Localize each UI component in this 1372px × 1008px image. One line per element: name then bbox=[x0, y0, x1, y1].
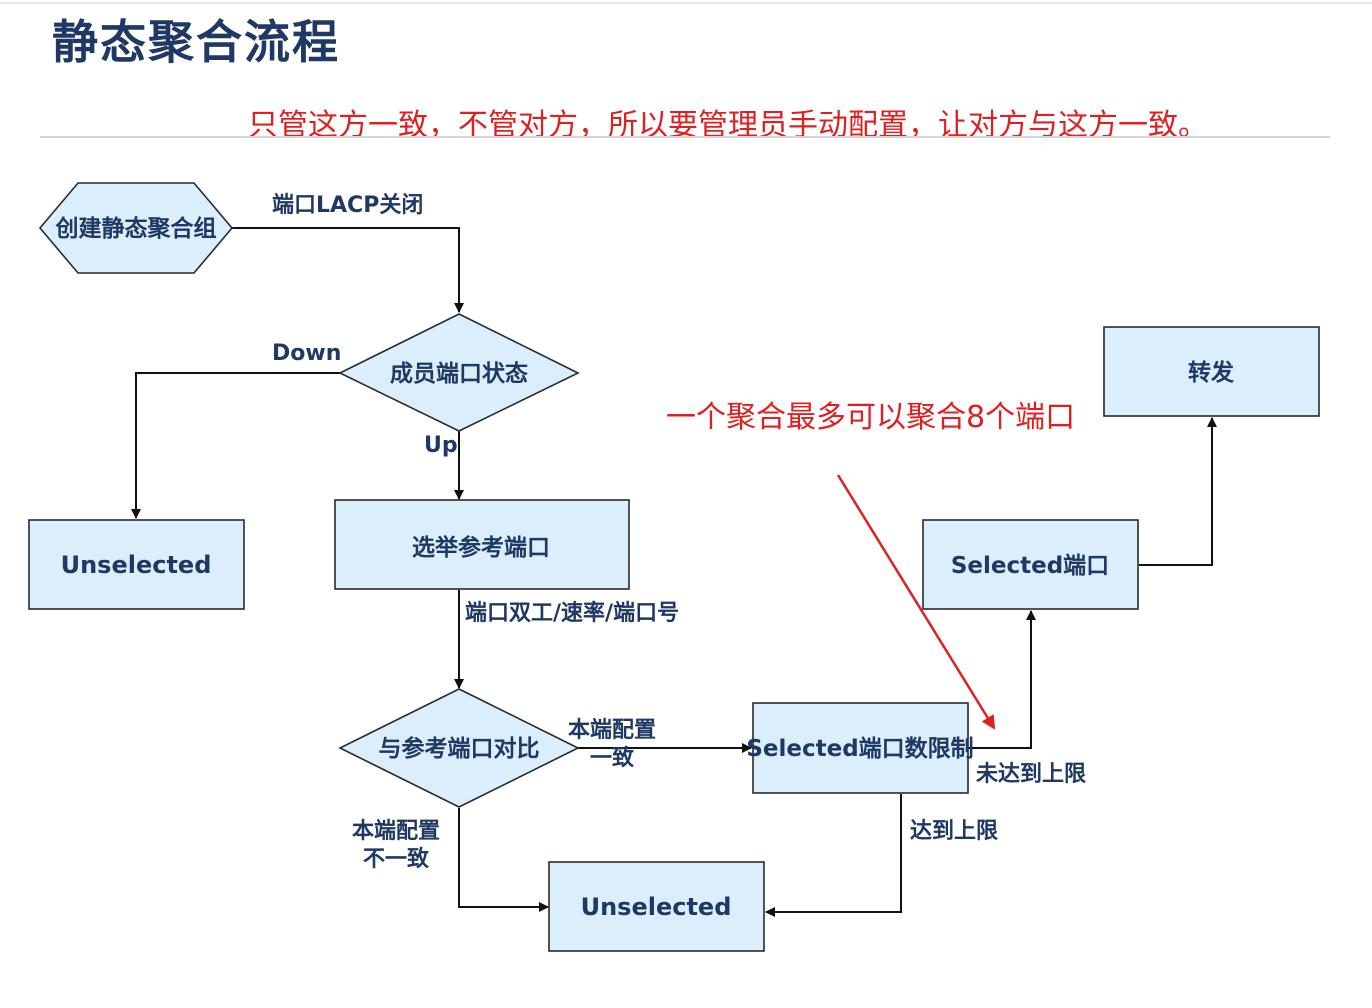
edge-state-down bbox=[131, 372, 340, 519]
label-inconsistent-2: 不一致 bbox=[363, 846, 430, 872]
node-unselected-bottom bbox=[548, 861, 765, 952]
page-title: 静态聚合流程 bbox=[52, 15, 340, 69]
node-elect-reference bbox=[334, 499, 630, 590]
edge-compare-inconsistent bbox=[458, 808, 549, 912]
node-unselected-left-label: Unselected bbox=[61, 551, 212, 579]
node-member-state bbox=[338, 313, 580, 432]
label-lacp-off: 端口LACP关闭 bbox=[272, 193, 423, 218]
node-forward-label: 转发 bbox=[1188, 359, 1234, 386]
red-annotation-arrow bbox=[836, 474, 996, 730]
label-consistent-2: 一致 bbox=[590, 745, 635, 771]
label-not-reached: 未达到上限 bbox=[976, 762, 1086, 787]
label-down: Down bbox=[272, 341, 341, 366]
title-divider bbox=[40, 136, 1330, 138]
label-up: Up bbox=[424, 433, 458, 458]
top-border bbox=[0, 2, 1372, 4]
port-limit-annotation: 一个聚合最多可以聚合8个端口 bbox=[666, 400, 1076, 435]
node-selected-port-label: Selected端口 bbox=[951, 553, 1109, 579]
label-inconsistent-1: 本端配置 bbox=[352, 819, 440, 844]
label-consistent-1: 本端配置 bbox=[568, 718, 656, 743]
node-member-state-label: 成员端口状态 bbox=[390, 360, 528, 387]
edge-create-to-state bbox=[230, 227, 464, 313]
node-selected-limit-label: Selected端口数限制 bbox=[746, 736, 973, 762]
node-forward bbox=[1103, 326, 1320, 417]
node-create-group bbox=[38, 182, 234, 274]
node-selected-limit bbox=[752, 702, 969, 794]
node-compare-reference bbox=[338, 688, 580, 808]
edge-selected-to-forward bbox=[1139, 417, 1217, 566]
node-unselected-bottom-label: Unselected bbox=[581, 893, 732, 921]
node-compare-reference-label: 与参考端口对比 bbox=[379, 735, 540, 762]
edge-limit-not-reached bbox=[968, 610, 1036, 749]
node-unselected-left bbox=[28, 519, 245, 610]
label-duplex-speed: 端口双工/速率/端口号 bbox=[465, 600, 679, 626]
node-selected-port bbox=[922, 519, 1139, 610]
edge-limit-reached bbox=[765, 794, 902, 917]
node-create-group-label: 创建静态聚合组 bbox=[55, 215, 217, 242]
node-elect-reference-label: 选举参考端口 bbox=[412, 534, 550, 561]
label-reached: 达到上限 bbox=[910, 819, 998, 844]
